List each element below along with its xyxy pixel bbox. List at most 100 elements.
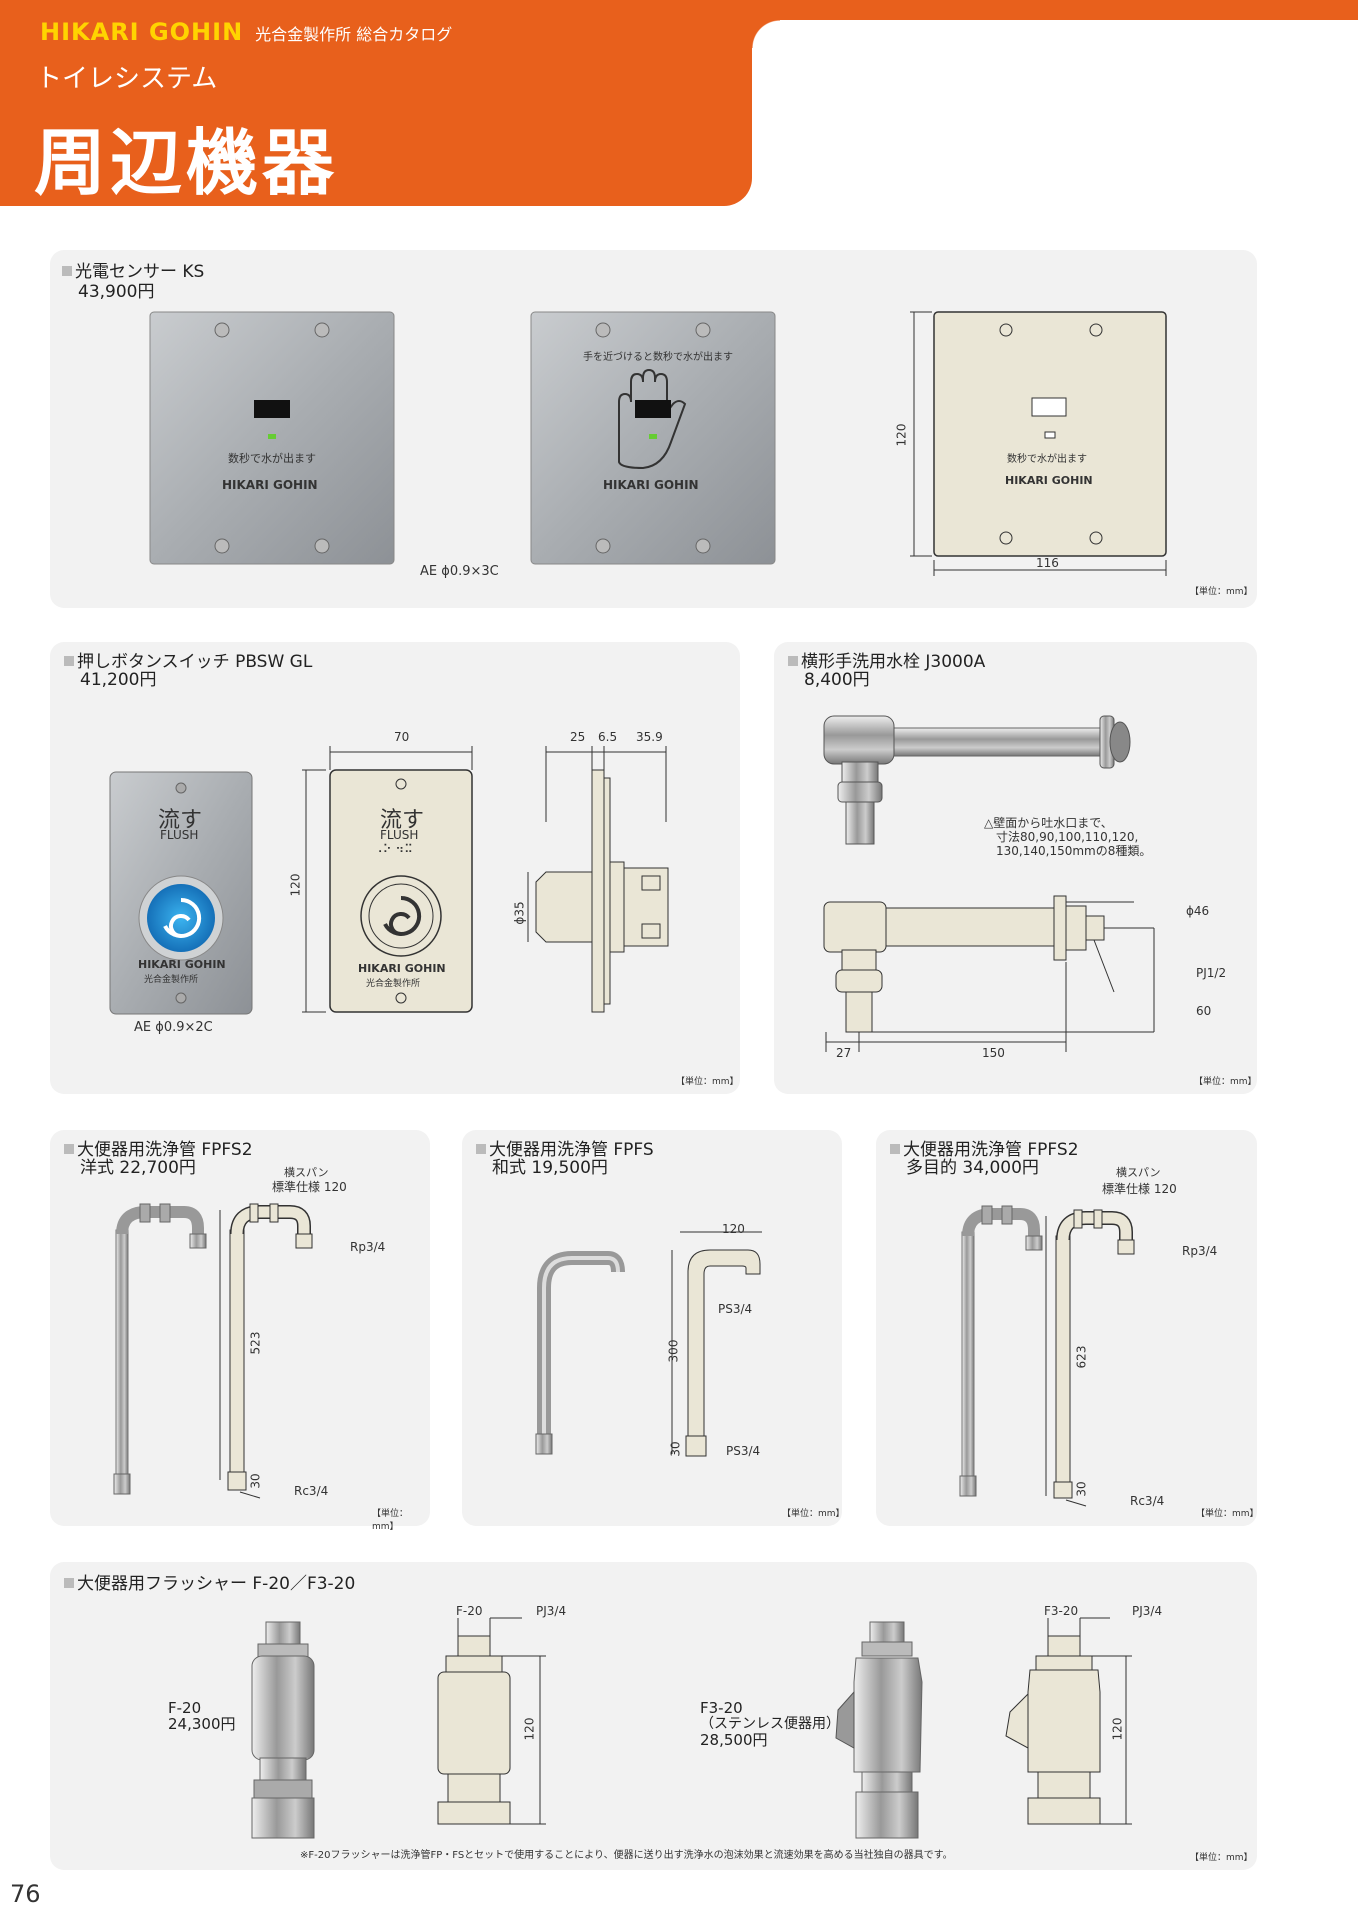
sensor-face-text: 数秒で水が出ます	[228, 452, 316, 465]
pipe-multi-title: 大便器用洗浄管 FPFS2	[890, 1140, 1079, 1160]
pipe-japanese-photo	[535, 1251, 625, 1455]
pipe-multi-drawing	[1045, 1209, 1135, 1507]
button-photo-maker: 光合金製作所	[144, 975, 199, 985]
sensor-dim-width: 116	[1036, 556, 1059, 570]
pipe-western-rc: Rc3/4	[294, 1484, 329, 1498]
pipe-japanese-dim-120: 120	[722, 1222, 745, 1236]
sensor-face-logo-2: HIKARI GOHIN	[603, 478, 699, 492]
faucet-price: 8,400円	[804, 670, 870, 690]
faucet-dim-27: 27	[836, 1046, 852, 1060]
page-title: 周辺機器	[34, 121, 339, 205]
flusher-title: 大便器用フラッシャー F-20／F3-20	[64, 1574, 355, 1594]
section-subtitle: トイレシステム	[36, 64, 218, 94]
pipe-japanese-unit: 【単位：mm】	[782, 1509, 845, 1519]
faucet-dim-dia: ϕ46	[1186, 904, 1210, 918]
pipe-western-unit: 【単位：mm】	[372, 1509, 409, 1532]
pipe-multi-rp: Rp3/4	[1182, 1244, 1218, 1258]
faucet-drawing	[823, 895, 1155, 1052]
faucet-note-line3: 130,140,150mmの8種類。	[996, 844, 1152, 858]
pipe-western-span-1: 横スパン	[284, 1166, 329, 1179]
flusher-f20-name: F-20	[168, 1699, 202, 1717]
button-photo-label-en: FLUSH	[160, 828, 199, 842]
button-drawing-label-jp: 流す	[380, 808, 425, 833]
flusher-f20-price: 24,300円	[168, 1715, 236, 1733]
pipe-multipurpose-panel: 大便器用洗浄管 FPFS2 多目的 34,000円 横スパン 標準仕様 120 …	[876, 1130, 1259, 1526]
page-number: 76	[10, 1880, 41, 1908]
pipe-multi-unit: 【単位：mm】	[1196, 1509, 1259, 1519]
sensor-face-logo: HIKARI GOHIN	[222, 478, 318, 492]
pipe-japanese-drawing	[671, 1231, 762, 1457]
pipe-western-panel: 大便器用洗浄管 FPFS2 洋式 22,700円 横スパン 標準仕様 120 R…	[50, 1130, 430, 1532]
pipe-multi-rc: Rc3/4	[1130, 1494, 1165, 1508]
button-switch-unit: 【単位：mm】	[676, 1077, 739, 1087]
faucet-title: 横形手洗用水栓 J3000A	[788, 652, 985, 672]
button-dim-dia: ϕ35	[512, 901, 527, 925]
sensor-title: 光電センサー KS	[62, 262, 204, 282]
button-switch-panel: 押しボタンスイッチ PBSW GL 41,200円 流す FLUSH HIKAR…	[50, 642, 740, 1094]
header-band: HIKARI GOHIN 光合金製作所 総合カタログ トイレシステム 周辺機器	[0, 0, 752, 206]
button-photo-label-jp: 流す	[158, 808, 203, 833]
header-strip	[752, 0, 1358, 48]
brand-logo: HIKARI GOHIN	[40, 18, 244, 46]
pipe-western-drawing	[219, 1203, 313, 1499]
button-drawing-logo: HIKARI GOHIN	[358, 962, 446, 975]
pipe-multi-dim-30: 30	[1074, 1481, 1089, 1497]
button-drawing-maker: 光合金製作所	[366, 979, 421, 989]
button-dim-d1: 25	[570, 730, 586, 744]
faucet-dim-150: 150	[982, 1046, 1005, 1060]
pipe-multi-price: 多目的 34,000円	[906, 1158, 1039, 1178]
button-photo-logo: HIKARI GOHIN	[138, 958, 226, 971]
button-drawing-braille: ⠠⠕ ⠲⠭	[374, 842, 413, 856]
button-dim-d2: 6.5	[598, 730, 618, 744]
button-switch-side-drawing	[527, 746, 669, 1013]
sensor-price: 43,900円	[78, 282, 155, 302]
sensor-panel: 光電センサー KS 43,900円 数秒で水が出ます HIKARI GOHIN …	[50, 250, 1257, 608]
pipe-multi-photo	[959, 1205, 1043, 1497]
pipe-multi-span-1: 横スパン	[1116, 1166, 1161, 1179]
faucet-dim-60: 60	[1196, 1004, 1212, 1018]
flusher-f20-dim-len: 120	[522, 1717, 537, 1741]
flusher-f320-dim-label: F3-20	[1044, 1604, 1079, 1618]
faucet-dim-pj: PJ1/2	[1196, 966, 1227, 980]
faucet-photo	[823, 715, 1131, 845]
flusher-f20-pj: PJ3/4	[536, 1604, 567, 1618]
button-dim-height: 120	[288, 873, 303, 897]
sensor-drawing-logo: HIKARI GOHIN	[1005, 474, 1093, 487]
button-dim-width: 70	[394, 730, 410, 744]
pipe-western-dim-30: 30	[248, 1473, 263, 1489]
pipe-japanese-ps-bottom: PS3/4	[726, 1444, 761, 1458]
pipe-western-price: 洋式 22,700円	[80, 1158, 196, 1178]
faucet-note-line2: 寸法80,90,100,110,120,	[996, 830, 1139, 844]
flusher-f320-name: F3-20	[700, 1699, 743, 1717]
flusher-panel: 大便器用フラッシャー F-20／F3-20 F-20 24,300円 F-20 …	[50, 1562, 1257, 1870]
flusher-f320-photo	[835, 1621, 923, 1839]
pipe-western-title: 大便器用洗浄管 FPFS2	[64, 1140, 253, 1160]
pipe-japanese-price: 和式 19,500円	[492, 1158, 608, 1178]
sensor-plate-photo	[149, 311, 395, 565]
flusher-f320-pj: PJ3/4	[1132, 1604, 1163, 1618]
button-drawing-label-en: FLUSH	[380, 828, 419, 842]
pipe-japanese-dim-len: 300	[666, 1339, 681, 1363]
pipe-japanese-panel: 大便器用洗浄管 FPFS 和式 19,500円 120 PS3/4 300 30…	[462, 1130, 845, 1526]
button-switch-title: 押しボタンスイッチ PBSW GL	[64, 652, 312, 672]
faucet-note-line1: △壁面から吐水口まで、	[984, 816, 1113, 830]
sensor-face-text-hand: 手を近づけると数秒で水が出ます	[583, 352, 733, 363]
sensor-drawing	[910, 311, 1167, 576]
flusher-f320-price: 28,500円	[700, 1731, 768, 1749]
flusher-f320-drawing	[1005, 1617, 1132, 1825]
sensor-unit: 【単位：mm】	[1190, 587, 1253, 597]
sensor-plate-hand-photo	[530, 311, 776, 565]
pipe-japanese-title: 大便器用洗浄管 FPFS	[476, 1140, 654, 1160]
flusher-f320-dim-len: 120	[1110, 1717, 1125, 1741]
pipe-multi-span-2: 標準仕様 120	[1102, 1182, 1177, 1196]
flusher-f20-dim-label: F-20	[456, 1604, 483, 1618]
sensor-cable: AE ϕ0.9×3C	[420, 564, 499, 579]
pipe-western-span-2: 標準仕様 120	[272, 1180, 347, 1194]
flusher-unit: 【単位：mm】	[1190, 1853, 1253, 1863]
flusher-f320-sub: （ステンレス便器用）	[700, 1716, 840, 1732]
flusher-f20-drawing	[437, 1617, 546, 1825]
button-switch-photo	[109, 771, 253, 1015]
sensor-dim-height: 120	[894, 423, 909, 447]
button-switch-cable: AE ϕ0.9×2C	[134, 1020, 213, 1035]
faucet-unit: 【単位：mm】	[1194, 1077, 1257, 1087]
